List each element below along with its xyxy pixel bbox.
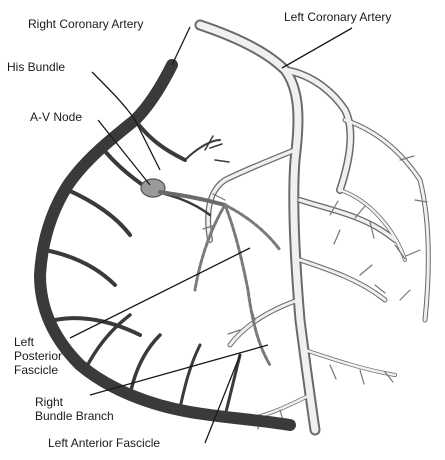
av-node-shape — [141, 179, 165, 197]
label-left-anterior-fascicle: Left Anterior Fascicle — [48, 436, 160, 450]
label-right-bundle-branch: Right Bundle Branch — [35, 395, 114, 423]
label-left-coronary-artery: Left Coronary Artery — [284, 10, 391, 24]
leader-right-coronary — [172, 27, 190, 65]
leader-left-coronary — [282, 28, 352, 68]
leader-left-anterior-fascicle — [205, 355, 240, 443]
label-his-bundle: His Bundle — [7, 60, 65, 74]
leader-right-bundle-branch — [90, 345, 268, 395]
label-left-posterior-fascicle: Left Posterior Fascicle — [14, 335, 62, 377]
label-av-node: A-V Node — [30, 110, 82, 124]
leader-left-posterior-fascicle — [70, 248, 250, 338]
label-right-coronary-artery: Right Coronary Artery — [28, 17, 143, 31]
